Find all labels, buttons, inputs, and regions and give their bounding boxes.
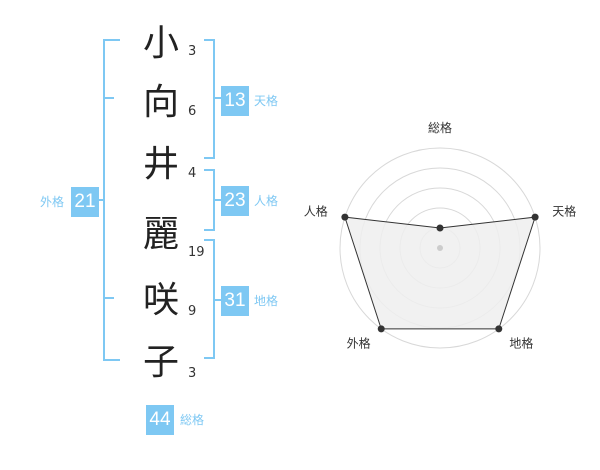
radar-axis-label-4: 外格 bbox=[347, 335, 371, 350]
name-char-2: 向 bbox=[142, 82, 179, 123]
stroke-count-2: 6 bbox=[188, 104, 197, 119]
name-char-5: 咲 bbox=[142, 280, 179, 321]
gaikaku-label: 外格 bbox=[40, 195, 65, 209]
radar-point-1 bbox=[436, 224, 444, 232]
name-char-4: 麗 bbox=[142, 214, 179, 255]
chikaku-label: 地格 bbox=[254, 294, 279, 308]
jinkaku-label: 人格 bbox=[254, 194, 279, 208]
radar-point-3 bbox=[495, 325, 503, 333]
tenkaku-value: 13 bbox=[221, 86, 249, 116]
soukaku-label: 総格 bbox=[180, 413, 205, 427]
stroke-count-1: 3 bbox=[188, 44, 197, 59]
radar-point-4 bbox=[377, 325, 385, 333]
tenkaku-label: 天格 bbox=[254, 94, 279, 108]
jinkaku-value: 23 bbox=[221, 186, 249, 216]
soukaku-value: 44 bbox=[146, 405, 174, 435]
name-char-3: 井 bbox=[142, 144, 179, 185]
radar-point-5 bbox=[341, 213, 349, 221]
name-char-6: 子 bbox=[142, 342, 179, 383]
stroke-count-5: 9 bbox=[188, 304, 197, 319]
radar-point-2 bbox=[531, 213, 539, 221]
radar-axis-label-2: 天格 bbox=[552, 204, 576, 219]
stroke-count-3: 4 bbox=[188, 166, 197, 181]
radar-axis-label-3: 地格 bbox=[509, 335, 533, 350]
radar-series-area bbox=[344, 216, 536, 330]
name-char-1: 小 bbox=[142, 23, 179, 64]
stroke-count-6: 3 bbox=[188, 366, 197, 381]
stroke-count-4: 19 bbox=[188, 245, 205, 260]
radar-grid-ring-5 bbox=[339, 147, 541, 349]
radar-axis-label-1: 総格 bbox=[428, 120, 452, 135]
radar-center-dot bbox=[437, 245, 443, 251]
gaikaku-value: 21 bbox=[71, 187, 99, 217]
radar-axis-label-5: 人格 bbox=[304, 204, 328, 219]
chikaku-value: 31 bbox=[221, 286, 249, 316]
